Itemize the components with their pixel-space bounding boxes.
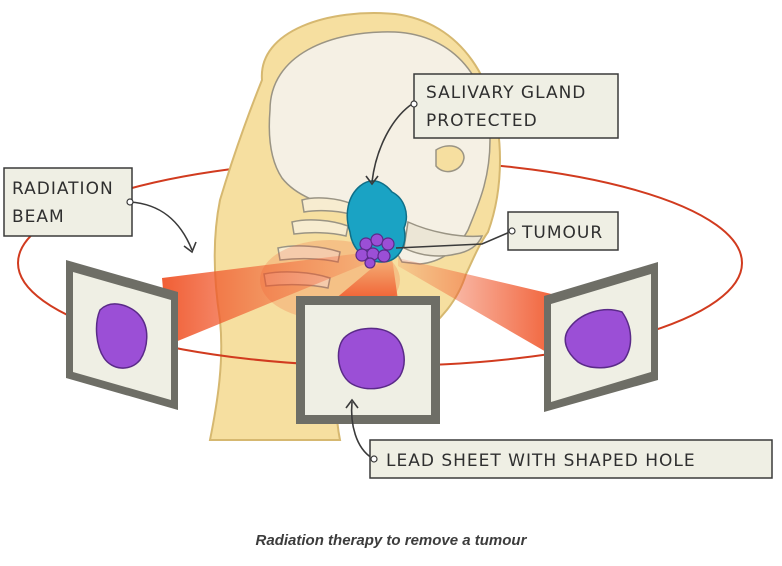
- pointer-lead-sheet: [350, 401, 373, 459]
- label-radiation-line-2: BEAM: [12, 207, 65, 227]
- arrow-head-lead: [345, 398, 359, 409]
- pointer-salivary: [371, 103, 413, 183]
- tumour: [355, 233, 395, 269]
- pointer-lines: [129, 103, 511, 459]
- label-radiation-line-1: RADIATION: [12, 179, 114, 199]
- label-salivary-gland: SALIVARY GLAND PROTECTED: [410, 73, 619, 139]
- arrow-head-radiation: [183, 241, 197, 254]
- label-salivary-line-2: PROTECTED: [426, 111, 538, 131]
- beam-center: [334, 258, 398, 300]
- shaped-hole-left: [95, 303, 148, 369]
- shaped-hole-right: [564, 309, 632, 369]
- label-tumour-text: TUMOUR: [521, 223, 603, 243]
- lead-sheet-center: [296, 296, 440, 424]
- pointer-radiation-beam: [129, 201, 193, 251]
- arrow-head-salivary: [365, 175, 379, 186]
- label-radiation-beam: RADIATION BEAM: [3, 167, 134, 237]
- label-tumour: TUMOUR: [507, 211, 619, 251]
- beam-left: [162, 252, 370, 345]
- label-salivary-line-1: SALIVARY GLAND: [426, 83, 586, 103]
- lead-sheet-left: [66, 260, 178, 410]
- eye-socket: [435, 145, 465, 173]
- label-lead-sheet: LEAD SHEET WITH SHAPED HOLE: [369, 439, 773, 479]
- pointer-tumour: [395, 231, 511, 249]
- beam-right: [398, 258, 560, 360]
- label-lead-sheet-text: LEAD SHEET WITH SHAPED HOLE: [386, 451, 696, 471]
- lead-sheet-right: [544, 262, 658, 412]
- figure-caption: Radiation therapy to remove a tumour: [255, 532, 527, 549]
- shaped-hole-center: [337, 327, 405, 390]
